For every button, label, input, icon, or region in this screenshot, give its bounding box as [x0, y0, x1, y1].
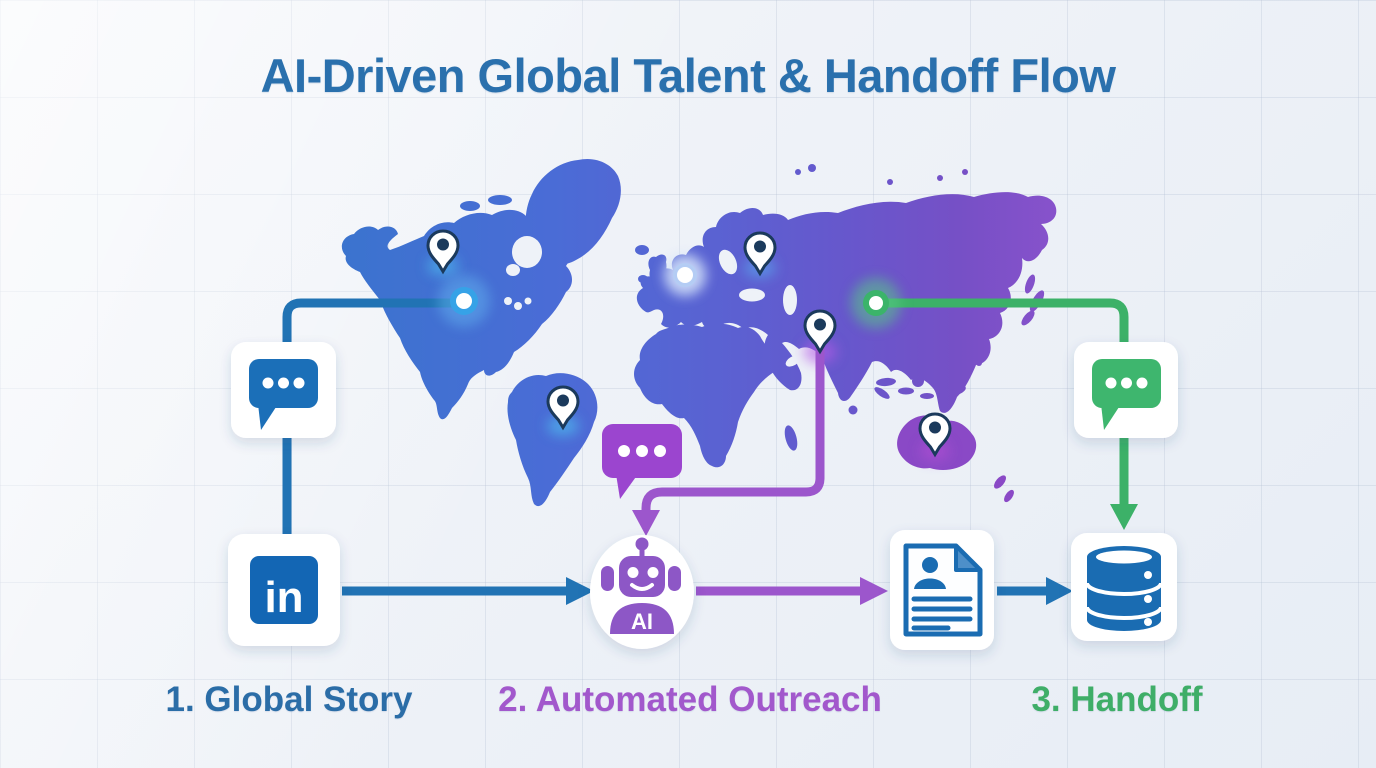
chat-bubble-blue-icon	[249, 359, 318, 430]
linkedin-logo-icon: in	[250, 556, 318, 624]
step-label-global-story: 1. Global Story	[165, 680, 413, 719]
database-node	[1071, 533, 1177, 641]
continent-africa	[634, 323, 781, 468]
chat-bubble-purple-icon	[602, 424, 682, 499]
linkedin-logo-text: in	[264, 573, 303, 622]
handoff-chat-node	[1074, 342, 1178, 438]
connector-pin-to-aibot	[641, 345, 825, 512]
linkedin-node: in	[228, 534, 340, 646]
step-label-handoff: 3. Handoff	[1031, 680, 1203, 719]
arrowhead-blue-right-1	[566, 577, 594, 605]
database-cylinder-icon	[1085, 546, 1163, 631]
ai-robot-icon: AI	[601, 537, 681, 634]
connector-source-to-linkedin	[282, 298, 460, 546]
page-title: AI-Driven Global Talent & Handoff Flow	[260, 49, 1116, 102]
resume-document-icon	[903, 543, 983, 637]
candidate-profile-node	[890, 530, 994, 650]
arrowhead-purple-right	[860, 577, 888, 605]
step-label-automated-outreach: 2. Automated Outreach	[498, 680, 882, 719]
glow-point-east-asia	[851, 278, 901, 328]
chat-bubble-green-icon	[1092, 359, 1161, 430]
arrowhead-green-down	[1110, 504, 1138, 530]
arrowhead-blue-right-2	[1046, 577, 1073, 605]
glow-point-europe	[664, 254, 706, 296]
map-sea-cutouts	[504, 236, 801, 367]
source-chat-node	[231, 342, 336, 438]
arrowhead-purple-down	[632, 510, 660, 536]
ai-bot-node: AI	[590, 535, 694, 649]
continent-eurasia	[636, 192, 1057, 413]
connector-asia-to-handoff	[880, 298, 1129, 506]
ai-robot-label: AI	[631, 609, 653, 634]
flow-connectors	[282, 298, 1138, 605]
greenland	[525, 158, 621, 265]
glow-point-north-america	[438, 275, 490, 327]
